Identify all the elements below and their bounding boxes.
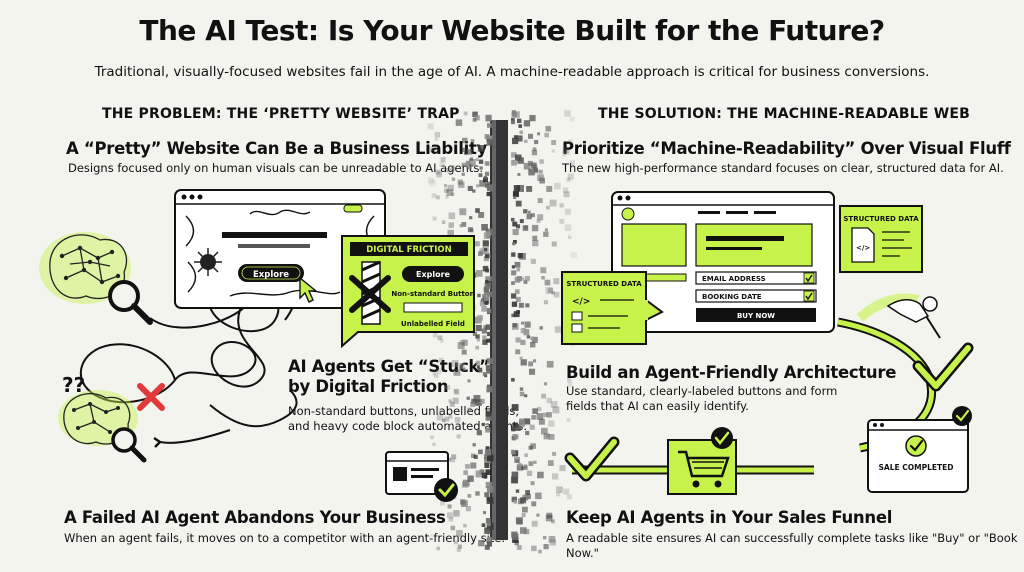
error-x-icon (137, 383, 165, 411)
digital-friction-title: DIGITAL FRICTION (366, 245, 452, 255)
page-subtitle: Traditional, visually-focused websites f… (94, 64, 930, 80)
problem-block1-title: A “Pretty” Website Can Be a Business Lia… (66, 139, 487, 158)
problem-block2-title-line1: AI Agents Get “Stuck” (288, 357, 490, 376)
booking-date-field: BOOKING DATE (695, 289, 817, 303)
question-marks: ?? (62, 373, 85, 397)
buy-now-label: BUY NOW (737, 312, 775, 320)
magnifier-icon (108, 280, 153, 325)
digital-friction-callout: DIGITAL FRICTION Explore Non-standard Bu… (341, 235, 475, 349)
structured-data-card-left: STRUCTURED DATA </> (561, 271, 664, 345)
solution-block2-title: Build an Agent-Friendly Architecture (566, 363, 897, 382)
problem-block3-title: A Failed AI Agent Abandons Your Business (64, 508, 446, 527)
structured-data-label-top: STRUCTURED DATA (843, 215, 919, 223)
unlabelled-field-label: Unlabelled Field (401, 320, 465, 328)
problem-block1-text: Designs focused only on human visuals ca… (68, 161, 484, 175)
explore-button-label: Explore (253, 270, 289, 280)
problem-block3-text: When an agent fails, it moves on to a co… (64, 531, 506, 545)
shopping-cart-icon (667, 427, 737, 495)
buy-now-button: BUY NOW (696, 308, 816, 322)
solution-block3-text: A readable site ensures AI can successfu… (566, 531, 1018, 560)
svg-text:</>: </> (856, 244, 870, 252)
email-address-field: EMAIL ADDRESS (695, 271, 817, 285)
svg-text:</>: </> (572, 297, 590, 307)
code-file-icon: </> (851, 227, 875, 263)
cursor-icon (299, 276, 318, 303)
sale-completed-window: SALE COMPLETED (867, 406, 972, 493)
checkmark-right-icon (912, 342, 974, 392)
pixel-dissolve (427, 110, 577, 554)
booking-field-label: BOOKING DATE (702, 293, 762, 301)
sale-completed-label: SALE COMPLETED (879, 463, 954, 472)
problem-block2-text-line2: and heavy code block automated agents. (288, 419, 528, 433)
competitor-site-icon (385, 451, 458, 502)
checkmark-left-icon (564, 436, 620, 482)
pretty-website-mock: Explore (174, 189, 386, 309)
magnifier-small-icon (111, 427, 147, 463)
structured-data-label-left: STRUCTURED DATA (566, 280, 642, 288)
broken-field-icon (349, 260, 391, 325)
ai-agent-figure-icon (856, 293, 941, 339)
problem-heading: THE PROBLEM: THE ‘PRETTY WEBSITE’ TRAP (102, 106, 460, 122)
structured-data-card-top: STRUCTURED DATA </> (839, 205, 923, 273)
solution-block1-text: The new high-performance standard focuse… (562, 161, 1004, 175)
ai-brain-icon (39, 232, 131, 304)
problem-block2-text-line1: Non-standard buttons, unlabelled fields, (288, 404, 520, 418)
friction-explore-button: Explore (402, 266, 464, 282)
page-title: The AI Test: Is Your Website Built for t… (139, 14, 885, 47)
solution-block2-text-line2: fields that AI can easily identify. (566, 399, 749, 413)
solution-block3-title: Keep AI Agents in Your Sales Funnel (566, 508, 893, 527)
solution-block1-title: Prioritize “Machine-Readability” Over Vi… (562, 139, 1011, 158)
friction-explore-label: Explore (416, 270, 451, 279)
solution-heading: THE SOLUTION: THE MACHINE-READABLE WEB (598, 106, 971, 122)
email-field-label: EMAIL ADDRESS (702, 275, 766, 283)
solution-block2-text-line1: Use standard, clearly-labeled buttons an… (566, 384, 838, 398)
ornament-sun-icon (194, 248, 222, 276)
ornate-explore-button: Explore (238, 264, 304, 282)
nonstandard-button-label: Non-standard Button (391, 290, 474, 298)
machine-readable-website-mock: EMAIL ADDRESS BOOKING DATE BUY NOW (611, 191, 835, 333)
center-divider (490, 120, 508, 540)
problem-block2-title-line2: by Digital Friction (288, 377, 449, 396)
